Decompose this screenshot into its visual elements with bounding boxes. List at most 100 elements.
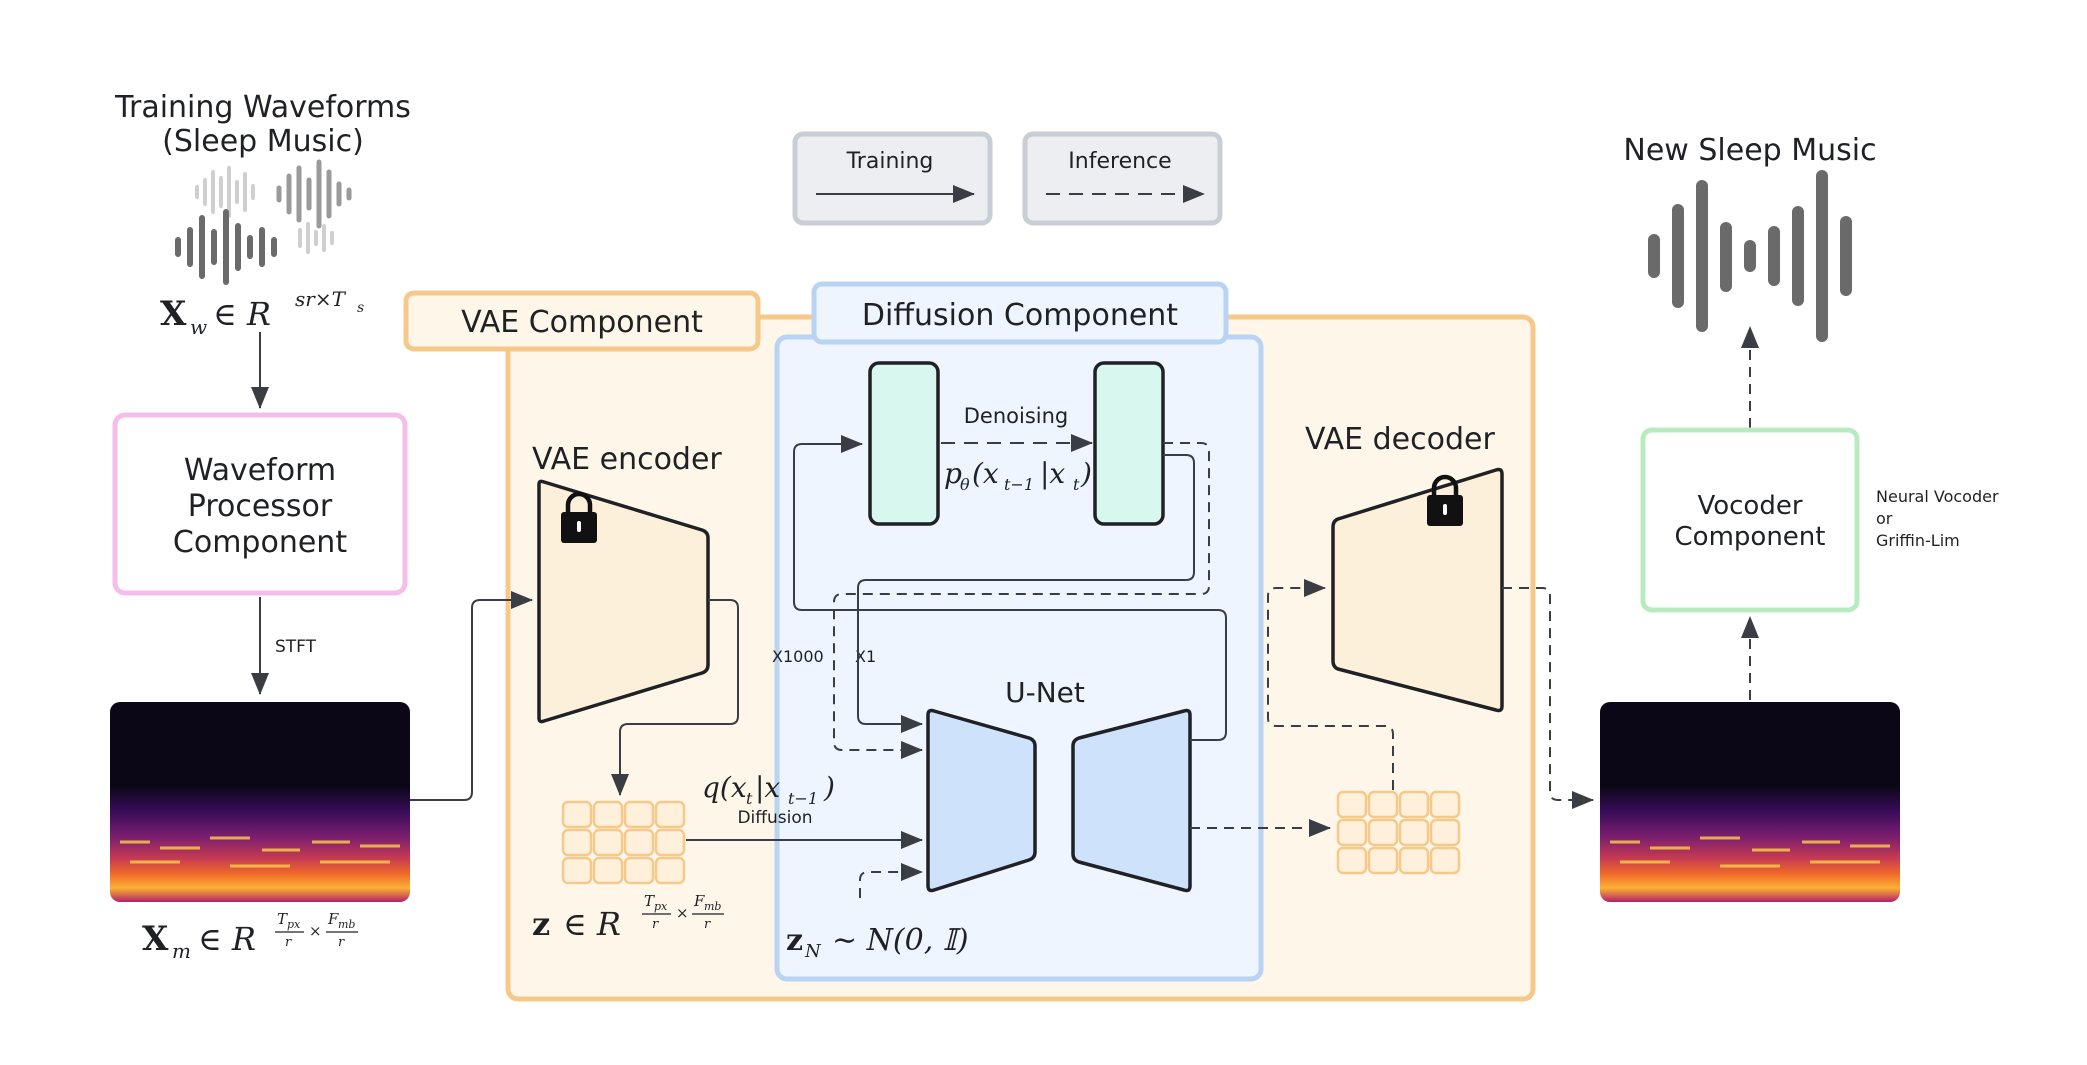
p-theta-sub3: t (1073, 475, 1080, 494)
xm-math-rest: ∈ R (198, 920, 256, 958)
connectors-inference (833, 326, 1759, 898)
output-waveform-icon (1648, 170, 1852, 342)
p-theta-close: ) (1080, 457, 1092, 490)
xm-math-label: X m ∈ R T px r × F mb r (142, 910, 358, 963)
denoise-to-unet-inference (833, 442, 1210, 759)
p-theta-rest: (x (972, 457, 999, 490)
connectors-training (410, 435, 1227, 849)
spectrogram-left (110, 702, 410, 902)
latent-frac2-num-sub: mb (704, 900, 721, 913)
vae-decoder-label: VAE decoder (1305, 422, 1495, 457)
legend-training: Training (792, 131, 993, 226)
vocoder-note-3: Griffin-Lim (1876, 531, 1960, 550)
diffusion-component-tag: Diffusion Component (811, 281, 1229, 345)
q-math-base: q(x (702, 771, 747, 804)
waveform-processor-label-2: Processor (188, 489, 333, 524)
vocoder-note: Neural Vocoder or Griffin-Lim (1876, 487, 1999, 550)
x1000-loop (793, 435, 1227, 741)
latent-math-rest: ∈ R (563, 905, 621, 943)
unet-encoder-shape (926, 708, 1037, 893)
unet-decoder-shape (1071, 708, 1192, 893)
p-theta-sub2: t−1 (1004, 475, 1034, 494)
decoder-to-spectrogram (1502, 587, 1594, 809)
latent-frac2-den: r (704, 917, 711, 932)
x1-connector (857, 454, 1195, 733)
latent-frac1-num-sub: px (654, 900, 668, 913)
training-waveforms-title-line1: Training Waveforms (114, 90, 411, 125)
xm-frac2-num-sub: mb (338, 918, 355, 931)
xm-frac1-num: T (277, 910, 288, 928)
latent-frac1-den: r (652, 917, 659, 932)
vae-component-tag: VAE Component (403, 290, 761, 352)
training-waveforms-title: Training Waveforms (Sleep Music) (114, 90, 411, 159)
q-math: q(x t |x t−1 ) (702, 771, 835, 808)
q-math-sub: t (746, 789, 753, 808)
latent-frac2-num: F (693, 892, 705, 910)
xm-math-base: X (142, 919, 169, 959)
waveform-processor-label-1: Waveform (184, 453, 336, 488)
xm-frac2-num: F (327, 910, 339, 928)
xm-frac1-den: r (285, 935, 292, 950)
encoder-to-latent (611, 599, 739, 796)
waveform-processor-component: Waveform Processor Component (112, 412, 408, 596)
legend-training-label: Training (846, 149, 934, 174)
denoising-label: Denoising (964, 404, 1069, 428)
vocoder-component: Vocoder Component (1640, 427, 1860, 613)
latent-times: × (676, 904, 689, 922)
noise-math: z N ∼ N(0, 𝕀) (786, 923, 969, 962)
xw-math-label: X w ∈ R sr×T s (160, 287, 364, 339)
diffusion-component-label: Diffusion Component (862, 298, 1178, 333)
diffusion-label: Diffusion (737, 808, 812, 828)
lock-icon-decoder (1427, 474, 1463, 526)
vocoder-label-2: Component (1675, 522, 1826, 552)
xm-math-sub: m (172, 939, 191, 963)
training-waveform-icon (175, 159, 352, 285)
p-theta-sub: θ (960, 475, 970, 494)
p-theta-rest2: |x (1040, 457, 1065, 490)
noise-math-base: z (786, 923, 803, 958)
p-theta-math: p θ (x t−1 |x t ) (944, 457, 1092, 494)
vocoder-note-1: Neural Vocoder (1876, 487, 1999, 506)
latent-grid-left (561, 800, 686, 885)
legend-inference-label: Inference (1068, 149, 1171, 174)
xw-math-sup-sub: s (357, 300, 364, 316)
latent-frac1-num: T (644, 892, 655, 910)
vocoder-label-1: Vocoder (1697, 491, 1802, 521)
xm-frac1-num-sub: px (287, 918, 301, 931)
vae-encoder-label: VAE encoder (532, 442, 722, 477)
spectrogram-right (1600, 702, 1900, 902)
p-theta-base: p (944, 457, 962, 490)
legend-inference: Inference (1022, 131, 1223, 226)
q-math-sub2: t−1 (788, 789, 818, 808)
xm-times: × (309, 922, 322, 940)
stft-label: STFT (275, 637, 317, 657)
spectrogram-to-encoder (410, 591, 533, 801)
new-sleep-music-title: New Sleep Music (1623, 133, 1876, 168)
vocoder-note-2: or (1876, 509, 1893, 528)
noise-math-sub: N (804, 941, 822, 962)
xw-math-sub: w (190, 315, 207, 339)
x1-label: X1 (855, 647, 876, 666)
noise-to-unet (859, 863, 923, 898)
denoise-block-left (868, 361, 940, 526)
x1000-label: X1000 (772, 647, 824, 666)
xw-math-rest: ∈ R (213, 295, 271, 333)
q-math-close: ) (823, 771, 835, 804)
waveform-processor-label-3: Component (173, 525, 347, 560)
unet-label: U-Net (1005, 676, 1085, 709)
lock-icon (561, 491, 597, 543)
xw-math-sup: sr×T (295, 287, 347, 311)
vae-component-label: VAE Component (461, 305, 703, 340)
denoise-block-right (1093, 361, 1165, 526)
xw-math-base: X (160, 294, 187, 334)
latent-math-base: z (532, 905, 550, 943)
vae-decoder-shape (1331, 467, 1504, 713)
training-waveforms-title-line2: (Sleep Music) (162, 124, 364, 159)
q-math-mid: |x (755, 771, 780, 804)
latent-math-label: z ∈ R T px r × F mb r (532, 892, 724, 943)
noise-math-rest: ∼ N(0, 𝕀) (832, 923, 969, 958)
xm-frac2-den: r (338, 935, 345, 950)
latent-grid-right (1336, 790, 1461, 875)
